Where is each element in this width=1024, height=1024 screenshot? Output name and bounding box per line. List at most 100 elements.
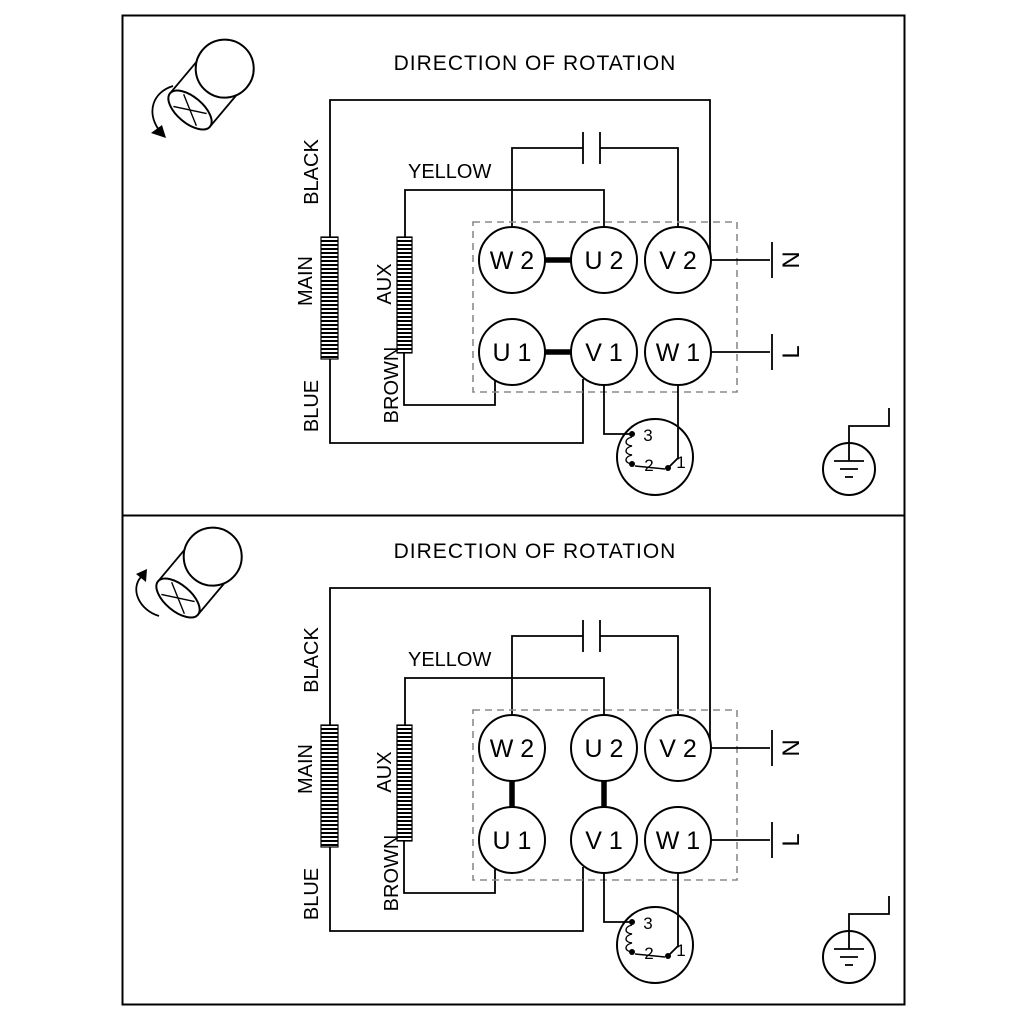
motor-body <box>167 38 255 131</box>
panel-top: DIRECTION OF ROTATION BLACK <box>151 38 890 496</box>
terminal-v1: V 1 <box>570 806 638 874</box>
terminal-w2-label: W 2 <box>490 735 534 763</box>
terminal-board-outline <box>472 221 738 393</box>
terminal-u1-circle <box>478 806 546 874</box>
terminal-v1-label: V 1 <box>585 827 623 855</box>
label-brown: BROWN <box>381 347 403 424</box>
label-n: N <box>778 251 805 268</box>
motor-shaft-x <box>171 581 185 615</box>
earth-icon <box>822 896 890 984</box>
winding-aux <box>396 236 413 354</box>
terminal-w2: W 2 <box>478 226 546 294</box>
thermal-terminal-3-label: 3 <box>643 426 652 445</box>
thermal-switch: 3 2 1 <box>603 873 694 984</box>
motor-back-cap <box>194 38 255 99</box>
wire-black <box>329 99 711 252</box>
terminal-u1: U 1 <box>478 318 546 386</box>
motor-icon <box>135 526 243 619</box>
thermal-terminal-3-label: 3 <box>643 914 652 933</box>
terminal-v2: V 2 <box>644 714 712 782</box>
terminal-u1-circle <box>478 318 546 386</box>
terminal-u1-label: U 1 <box>493 827 532 855</box>
terminal-w1: W 1 <box>644 806 712 874</box>
thermal-terminal-2-label: 2 <box>644 456 653 475</box>
thermal-contact <box>634 953 666 958</box>
thermal-terminal-1-dot <box>665 465 671 471</box>
terminal-u2-label: U 2 <box>585 735 624 763</box>
thermal-terminal-3-dot <box>629 431 635 437</box>
terminal-v2: V 2 <box>644 226 712 294</box>
thermal-coil <box>625 924 633 953</box>
thermal-terminal-1-label: 1 <box>676 453 685 472</box>
earth-lead <box>848 408 890 443</box>
terminal-v2-label: V 2 <box>659 735 697 763</box>
wire-brown <box>403 841 496 894</box>
wire-black <box>329 587 711 740</box>
label-aux: AUX <box>374 263 396 304</box>
wire-yellow <box>404 189 605 237</box>
rotation-arrow <box>135 576 160 617</box>
thermal-switch-circle <box>616 906 694 984</box>
terminal-u1-label: U 1 <box>493 339 532 367</box>
thermal-terminal-3-dot <box>629 919 635 925</box>
label-main: MAIN <box>295 256 317 306</box>
label-l: L <box>778 833 805 846</box>
terminal-u2-circle <box>570 226 638 294</box>
winding-aux <box>396 724 413 842</box>
label-blue: BLUE <box>301 380 323 432</box>
terminal-u1: U 1 <box>478 806 546 874</box>
label-aux: AUX <box>374 751 396 792</box>
motor-shaft-x <box>183 93 197 127</box>
thermal-terminal-2-dot <box>629 461 635 467</box>
terminal-u2-circle <box>570 714 638 782</box>
label-yellow: YELLOW <box>408 649 491 671</box>
panel-bottom: DIRECTION OF ROTATION BLACK <box>135 526 890 984</box>
thermal-coil <box>625 436 633 465</box>
wire-capacitor-left <box>511 147 583 227</box>
thermal-terminal-1-label: 1 <box>676 941 685 960</box>
label-main: MAIN <box>295 744 317 794</box>
label-blue: BLUE <box>301 868 323 920</box>
terminal-u2-label: U 2 <box>585 247 624 275</box>
terminal-w1: W 1 <box>644 318 712 386</box>
wire-v1-thermal <box>603 873 632 923</box>
thermal-terminal-2-dot <box>629 949 635 955</box>
rotation-arrow-head <box>151 125 166 138</box>
label-brown: BROWN <box>381 835 403 912</box>
winding-main <box>320 236 339 360</box>
wire-w1-thermal <box>668 873 679 956</box>
label-n: N <box>778 739 805 756</box>
wire-w1-thermal <box>668 385 679 468</box>
terminal-v2-circle <box>644 226 712 294</box>
thermal-switch-circle <box>616 418 694 496</box>
panel-title: DIRECTION OF ROTATION <box>394 540 677 563</box>
label-l: L <box>778 345 805 358</box>
wire-v1-thermal <box>603 385 632 435</box>
wire-capacitor-right <box>600 147 679 227</box>
terminal-u2: U 2 <box>570 714 638 782</box>
terminal-v1-label: V 1 <box>585 339 623 367</box>
terminal-w2-circle <box>478 714 546 782</box>
thermal-switch: 3 2 1 <box>603 385 694 496</box>
thermal-contact <box>634 465 666 470</box>
terminal-w1-label: W 1 <box>656 339 700 367</box>
thermal-terminal-1-dot <box>665 953 671 959</box>
label-black: BLACK <box>301 627 323 693</box>
terminal-w2-label: W 2 <box>490 247 534 275</box>
wire-capacitor-right <box>600 635 679 715</box>
wire-brown <box>403 353 496 406</box>
panel-title: DIRECTION OF ROTATION <box>394 52 677 75</box>
earth-icon <box>822 408 890 496</box>
terminal-w1-label: W 1 <box>656 827 700 855</box>
label-yellow: YELLOW <box>408 161 491 183</box>
terminal-v1: V 1 <box>570 318 638 386</box>
motor-back-cap <box>182 526 243 587</box>
wire-blue <box>329 847 584 932</box>
terminal-v2-circle <box>644 714 712 782</box>
wire-capacitor-left <box>511 635 583 715</box>
motor-body <box>155 526 243 619</box>
terminal-w2: W 2 <box>478 714 546 782</box>
winding-main <box>320 724 339 848</box>
